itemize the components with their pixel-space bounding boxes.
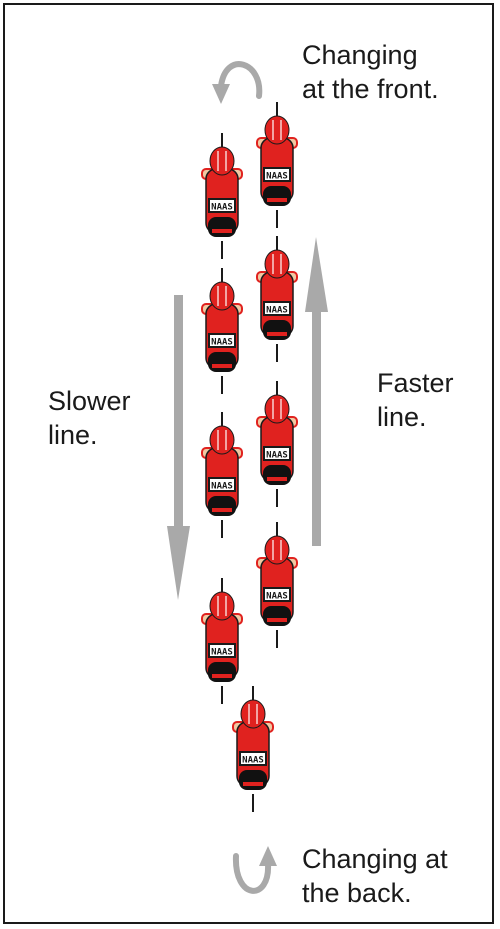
jersey-text: NAAS: [211, 482, 233, 492]
faster-line-label: Faster line.: [377, 366, 454, 434]
rider-stripe: [212, 364, 232, 368]
rider-helmet: [209, 281, 235, 311]
rider-stripe: [212, 229, 232, 233]
number-plate: [263, 301, 291, 316]
front-rotation-arrow-icon: [212, 61, 263, 104]
rider-shorts: [239, 770, 267, 790]
jersey-text: NAAS: [211, 203, 233, 213]
faster-label-line1: Faster: [377, 368, 454, 398]
rider-shorts: [263, 186, 291, 206]
slower-label-line2: line.: [48, 420, 98, 450]
rider-slower-4: NAAS: [201, 578, 243, 704]
faster-label-line2: line.: [377, 402, 427, 432]
changing-at-back-label: Changing at the back.: [302, 842, 448, 910]
number-plate: [208, 333, 236, 348]
rider-stripe: [212, 674, 232, 678]
rider-helmet: [264, 249, 290, 279]
rider-stripe: [267, 618, 287, 622]
rider-faster-3: NAAS: [256, 381, 298, 507]
rider-faster-1: NAAS: [256, 102, 298, 228]
rider-helmet: [264, 115, 290, 145]
rider-shorts: [263, 606, 291, 626]
riders-group: NAAS NAAS NAAS NAAS NAAS NAAS NAAS NAAS NAAS: [201, 102, 298, 812]
jersey-text: NAAS: [242, 756, 264, 766]
rider-faster-4: NAAS: [256, 522, 298, 648]
rider-shorts: [208, 496, 236, 516]
jersey-text: NAAS: [266, 592, 288, 602]
rider-faster-2: NAAS: [256, 236, 298, 362]
number-plate: [263, 167, 291, 182]
rider-shorts: [263, 465, 291, 485]
number-plate: [208, 643, 236, 658]
rider-slower-1: NAAS: [201, 133, 243, 259]
rider-helmet: [264, 535, 290, 565]
changing-at-front-label: Changing at the front.: [302, 38, 439, 106]
rider-shorts: [208, 352, 236, 372]
rider-slower-2: NAAS: [201, 268, 243, 394]
back-label-line1: Changing at: [302, 844, 448, 874]
slower-line-label: Slower line.: [48, 384, 131, 452]
jersey-text: NAAS: [211, 338, 233, 348]
jersey-text: NAAS: [266, 306, 288, 316]
front-label-line2: at the front.: [302, 74, 439, 104]
rider-slower-3: NAAS: [201, 412, 243, 538]
rider-stripe: [267, 198, 287, 202]
rider-shorts: [208, 217, 236, 237]
front-label-line1: Changing: [302, 40, 418, 70]
rider-stripe: [243, 782, 263, 786]
rider-stripe: [212, 508, 232, 512]
rider-helmet: [209, 425, 235, 455]
rider-stripe: [267, 332, 287, 336]
rider-shorts: [263, 320, 291, 340]
jersey-text: NAAS: [211, 648, 233, 658]
rider-helmet: [240, 699, 266, 729]
rider-shorts: [208, 662, 236, 682]
number-plate: [208, 477, 236, 492]
slower-label-line1: Slower: [48, 386, 131, 416]
back-label-line2: the back.: [302, 878, 412, 908]
faster-line-arrow-icon: [305, 237, 328, 546]
rider-stripe: [267, 477, 287, 481]
number-plate: [263, 587, 291, 602]
jersey-text: NAAS: [266, 172, 288, 182]
number-plate: [239, 751, 267, 766]
rider-back-5: NAAS: [232, 686, 274, 812]
slower-line-arrow-icon: [167, 295, 190, 600]
number-plate: [208, 198, 236, 213]
rider-helmet: [264, 394, 290, 424]
rider-helmet: [209, 146, 235, 176]
back-rotation-arrow-icon: [232, 846, 277, 894]
jersey-text: NAAS: [266, 451, 288, 461]
number-plate: [263, 446, 291, 461]
rider-helmet: [209, 591, 235, 621]
